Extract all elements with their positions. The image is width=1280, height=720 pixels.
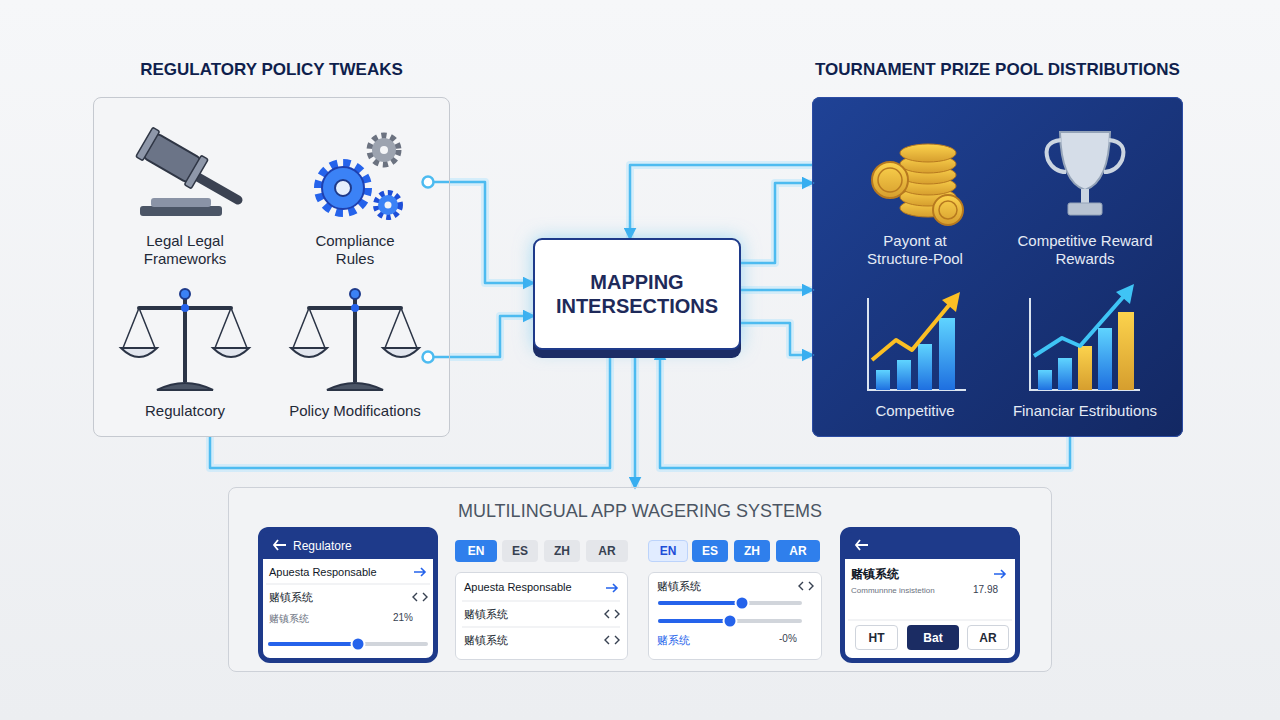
item-label: Competitive Reward Rewards — [1015, 232, 1155, 268]
item-label: Payont at Structure-Pool — [850, 232, 980, 268]
language-tab: EN — [648, 540, 688, 562]
screen-title: Regulatore — [293, 539, 352, 553]
toggle-button: AR — [967, 625, 1009, 650]
tab-text: ZH — [744, 544, 760, 558]
screen-text: 赌镇系统 — [269, 590, 313, 605]
tab-text: AR — [789, 544, 806, 558]
phone-mockup: RegulatoreApuesta Responsable赌镇系统赌镇系统21% — [258, 527, 438, 663]
screen-text: 赌镇系统 — [464, 607, 508, 622]
connector-line — [634, 350, 637, 487]
panel-heading: MULTILINGUAL APP WAGERING SYSTEMS — [229, 501, 1051, 522]
hub-title: MAPPING INTERSECTIONS — [549, 270, 725, 318]
item-label: Legal Legal Frameworks — [125, 232, 245, 268]
connector-line — [630, 165, 812, 238]
screen-value: 17.98 — [973, 584, 998, 595]
flow-connector — [635, 350, 636, 487]
tab-text: AR — [598, 544, 615, 558]
tab-text: Bat — [923, 631, 942, 645]
item-label: Compliance Rules — [300, 232, 410, 268]
screen-title: 赌镇系统 — [851, 566, 899, 583]
tab-text: ES — [702, 544, 718, 558]
tab-text: ZH — [554, 544, 570, 558]
connector-line — [434, 356, 450, 359]
connector-glow — [210, 350, 610, 468]
screen-text: Apuesta Responsable — [464, 581, 572, 593]
flow-connector — [630, 165, 812, 238]
connector-line — [434, 181, 450, 184]
panel-heading: REGULATORY POLICY TWEAKS — [44, 60, 499, 80]
tab-text: ES — [512, 544, 528, 558]
tab-text: EN — [660, 544, 677, 558]
language-tab: EN — [455, 540, 497, 562]
toggle-button: HT — [855, 625, 898, 650]
language-tab: ES — [692, 540, 728, 562]
connector-dot — [423, 177, 434, 188]
connector-line — [660, 350, 1070, 468]
screen-text: 赌镇系统 — [464, 633, 508, 648]
language-tab: ZH — [544, 540, 580, 562]
connector-glow — [660, 350, 1070, 468]
screen-text: 赌镇系统 — [657, 579, 701, 594]
settings-card: Apuesta Responsable赌镇系统赌镇系统 — [455, 572, 628, 660]
panel-heading: TOURNAMENT PRIZE POOL DISTRIBUTIONS — [763, 60, 1232, 80]
connector-line — [450, 316, 533, 357]
connector-glow — [741, 286, 812, 294]
language-tab: AR — [586, 540, 628, 562]
item-label: Policy Modifications — [270, 402, 440, 420]
language-tab: ES — [502, 540, 538, 562]
screen-value: 21% — [393, 612, 413, 623]
connector-glow — [450, 182, 533, 283]
connector-line — [210, 350, 610, 468]
connector-glow — [630, 165, 812, 238]
toggle-button: Bat — [907, 625, 959, 650]
tab-text: HT — [869, 631, 885, 645]
flow-connector — [741, 290, 812, 291]
language-tab: ZH — [734, 540, 770, 562]
screen-text: 赌镇系统 — [269, 612, 309, 626]
item-label: Competitive — [845, 402, 985, 420]
screen-text: Apuesta Responsable — [269, 566, 377, 578]
screen-text: 赌系统 — [657, 633, 690, 648]
connector-line — [741, 289, 812, 292]
phone-mockup: HT Bat AR 赌镇系统 Communnne insistetion 17.98 — [840, 527, 1020, 663]
connector-dot — [423, 352, 434, 363]
flow-connector — [741, 323, 812, 355]
connector-glow — [741, 183, 812, 263]
flow-connector — [423, 177, 534, 284]
app-panel: RegulatoreApuesta Responsable赌镇系统赌镇系统21%… — [228, 487, 1052, 672]
language-tab: AR — [776, 540, 820, 562]
settings-card: 赌镇系统赌系统 -0% — [648, 572, 822, 660]
connector-glow — [741, 323, 812, 355]
flow-connector — [741, 183, 812, 263]
screen-text: Communnne insistetion — [851, 586, 935, 595]
connector-line — [450, 182, 533, 283]
tab-text: EN — [468, 544, 485, 558]
tab-text: AR — [979, 631, 996, 645]
connector-glow — [631, 350, 639, 487]
item-label: Financiar Estributions — [1000, 402, 1170, 420]
flow-connector — [423, 316, 534, 363]
flow-connector — [210, 350, 610, 468]
connector-line — [741, 323, 812, 355]
connector-glow — [450, 316, 533, 357]
connector-line — [741, 183, 812, 263]
mapping-hub: MAPPING INTERSECTIONS — [533, 238, 741, 350]
item-label: Regulatcory — [115, 402, 255, 420]
flow-connector — [660, 350, 1070, 468]
screen-value: -0% — [779, 633, 797, 644]
